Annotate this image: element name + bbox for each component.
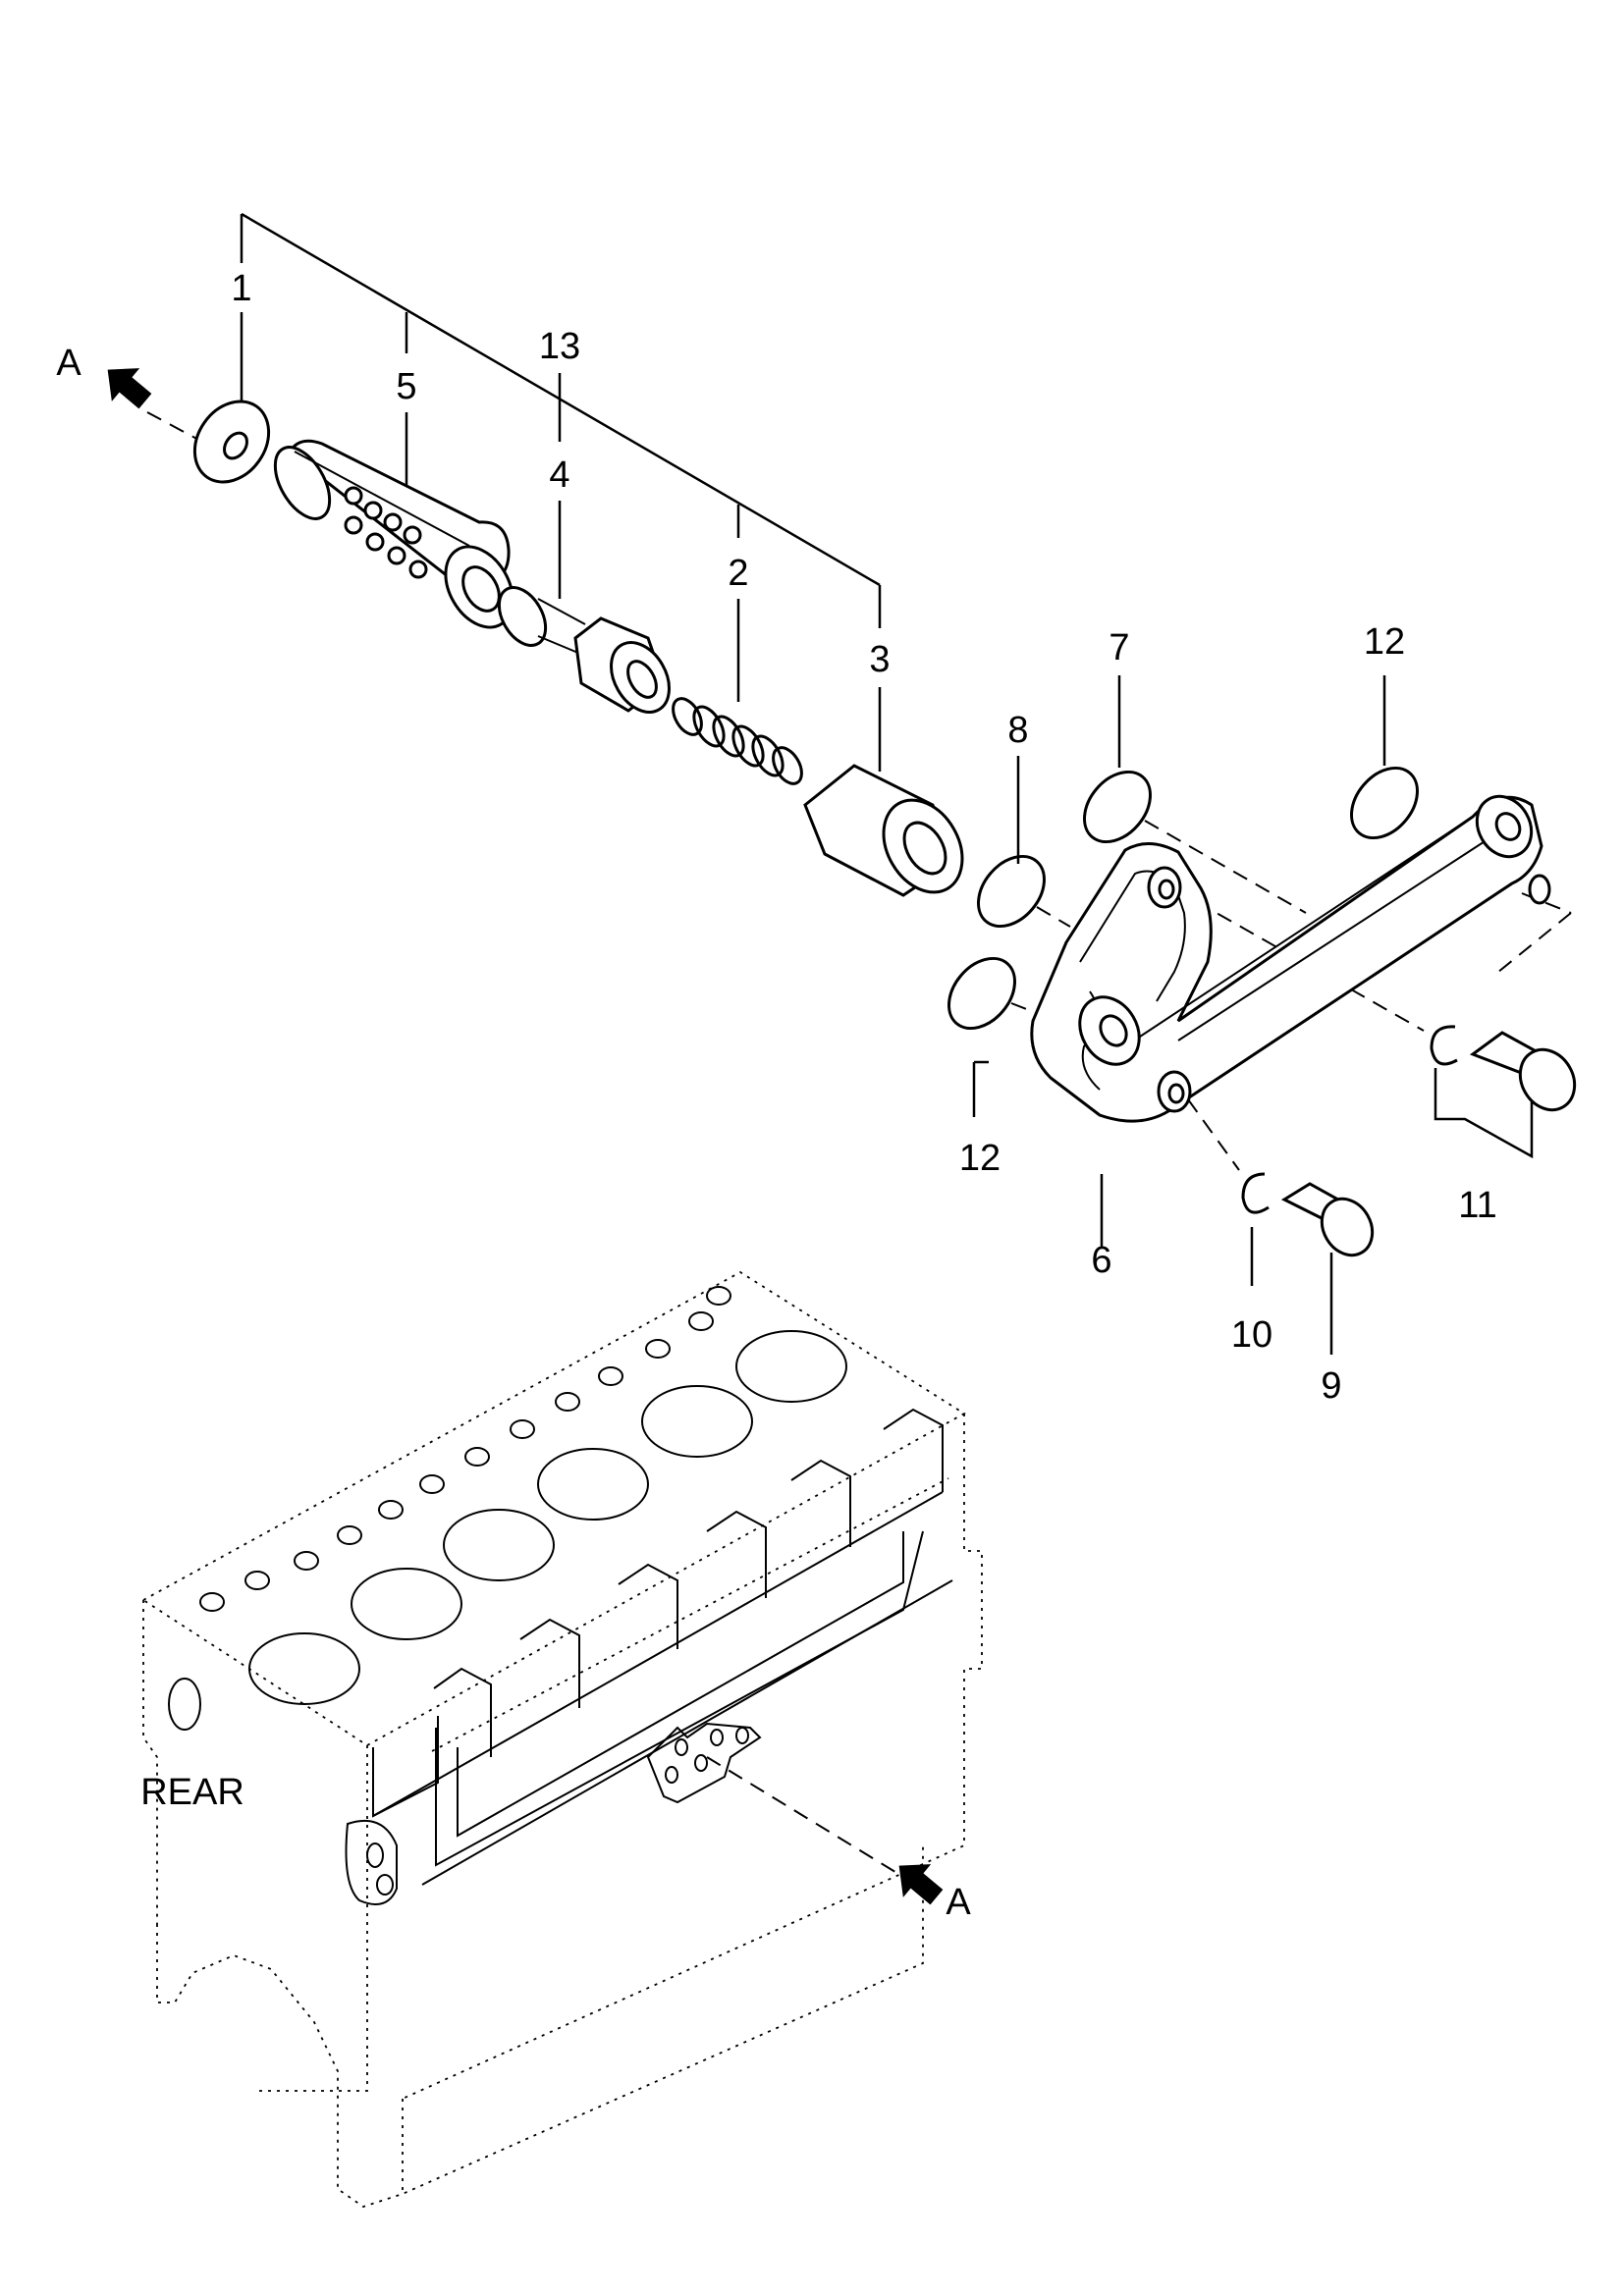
- callout-10: 10: [1231, 1314, 1272, 1356]
- view-marker-top: A: [56, 343, 203, 443]
- part-1-washer: [192, 400, 271, 484]
- part-12-o-ring-top: [1350, 766, 1419, 840]
- part-5-sleeve: [273, 439, 514, 629]
- callout-2: 2: [728, 553, 748, 594]
- view-marker-bottom: A: [898, 1864, 971, 1923]
- engine-block: REAR: [140, 1270, 983, 2208]
- head-bolt-holes: [199, 1286, 731, 1612]
- part-3-cap: [803, 764, 964, 897]
- part-11-lock-washer: [1430, 1025, 1458, 1066]
- part-6-housing: [1030, 794, 1551, 1123]
- sleeve-holes: [344, 486, 428, 579]
- callout-7: 7: [1109, 627, 1129, 668]
- cylinder-bores: [248, 1330, 847, 1705]
- callout-1: 1: [231, 268, 251, 309]
- callout-11: 11: [1458, 1185, 1496, 1226]
- oil-gallery-flange: [646, 1722, 762, 1804]
- part-2-spring: [672, 697, 803, 785]
- view-label-a-bottom: A: [946, 1882, 971, 1923]
- part-7-o-ring: [1083, 770, 1152, 844]
- callout-9: 9: [1321, 1365, 1341, 1407]
- callout-8: 8: [1007, 710, 1028, 751]
- callout-13: 13: [539, 326, 580, 367]
- part-9-bolt: [1280, 1182, 1375, 1257]
- callout-5: 5: [396, 366, 416, 407]
- rear-label: REAR: [140, 1772, 244, 1813]
- part-4-plunger: [497, 586, 671, 714]
- callout-12-top: 12: [1364, 621, 1405, 663]
- view-label-a-top: A: [56, 343, 81, 384]
- part-10-lock-washer: [1241, 1172, 1270, 1214]
- callout-3: 3: [869, 639, 890, 680]
- block-ribs: [372, 1408, 953, 1886]
- view-arrow-icon: [898, 1864, 944, 1905]
- callout-4: 4: [549, 454, 569, 496]
- part-8-o-ring: [977, 854, 1046, 929]
- callout-leaders: [240, 312, 1534, 1355]
- callout-labels: 1 5 13 4 2 3 8 7 12 12 6 11 10 9: [231, 268, 1496, 1407]
- part-12-o-ring-left: [947, 956, 1016, 1031]
- rear-port-flange: [345, 1819, 398, 1905]
- callout-6: 6: [1091, 1240, 1111, 1281]
- view-arrow-icon: [107, 368, 152, 409]
- part-11-bolt: [1469, 1031, 1577, 1112]
- callout-12-left: 12: [959, 1138, 1001, 1179]
